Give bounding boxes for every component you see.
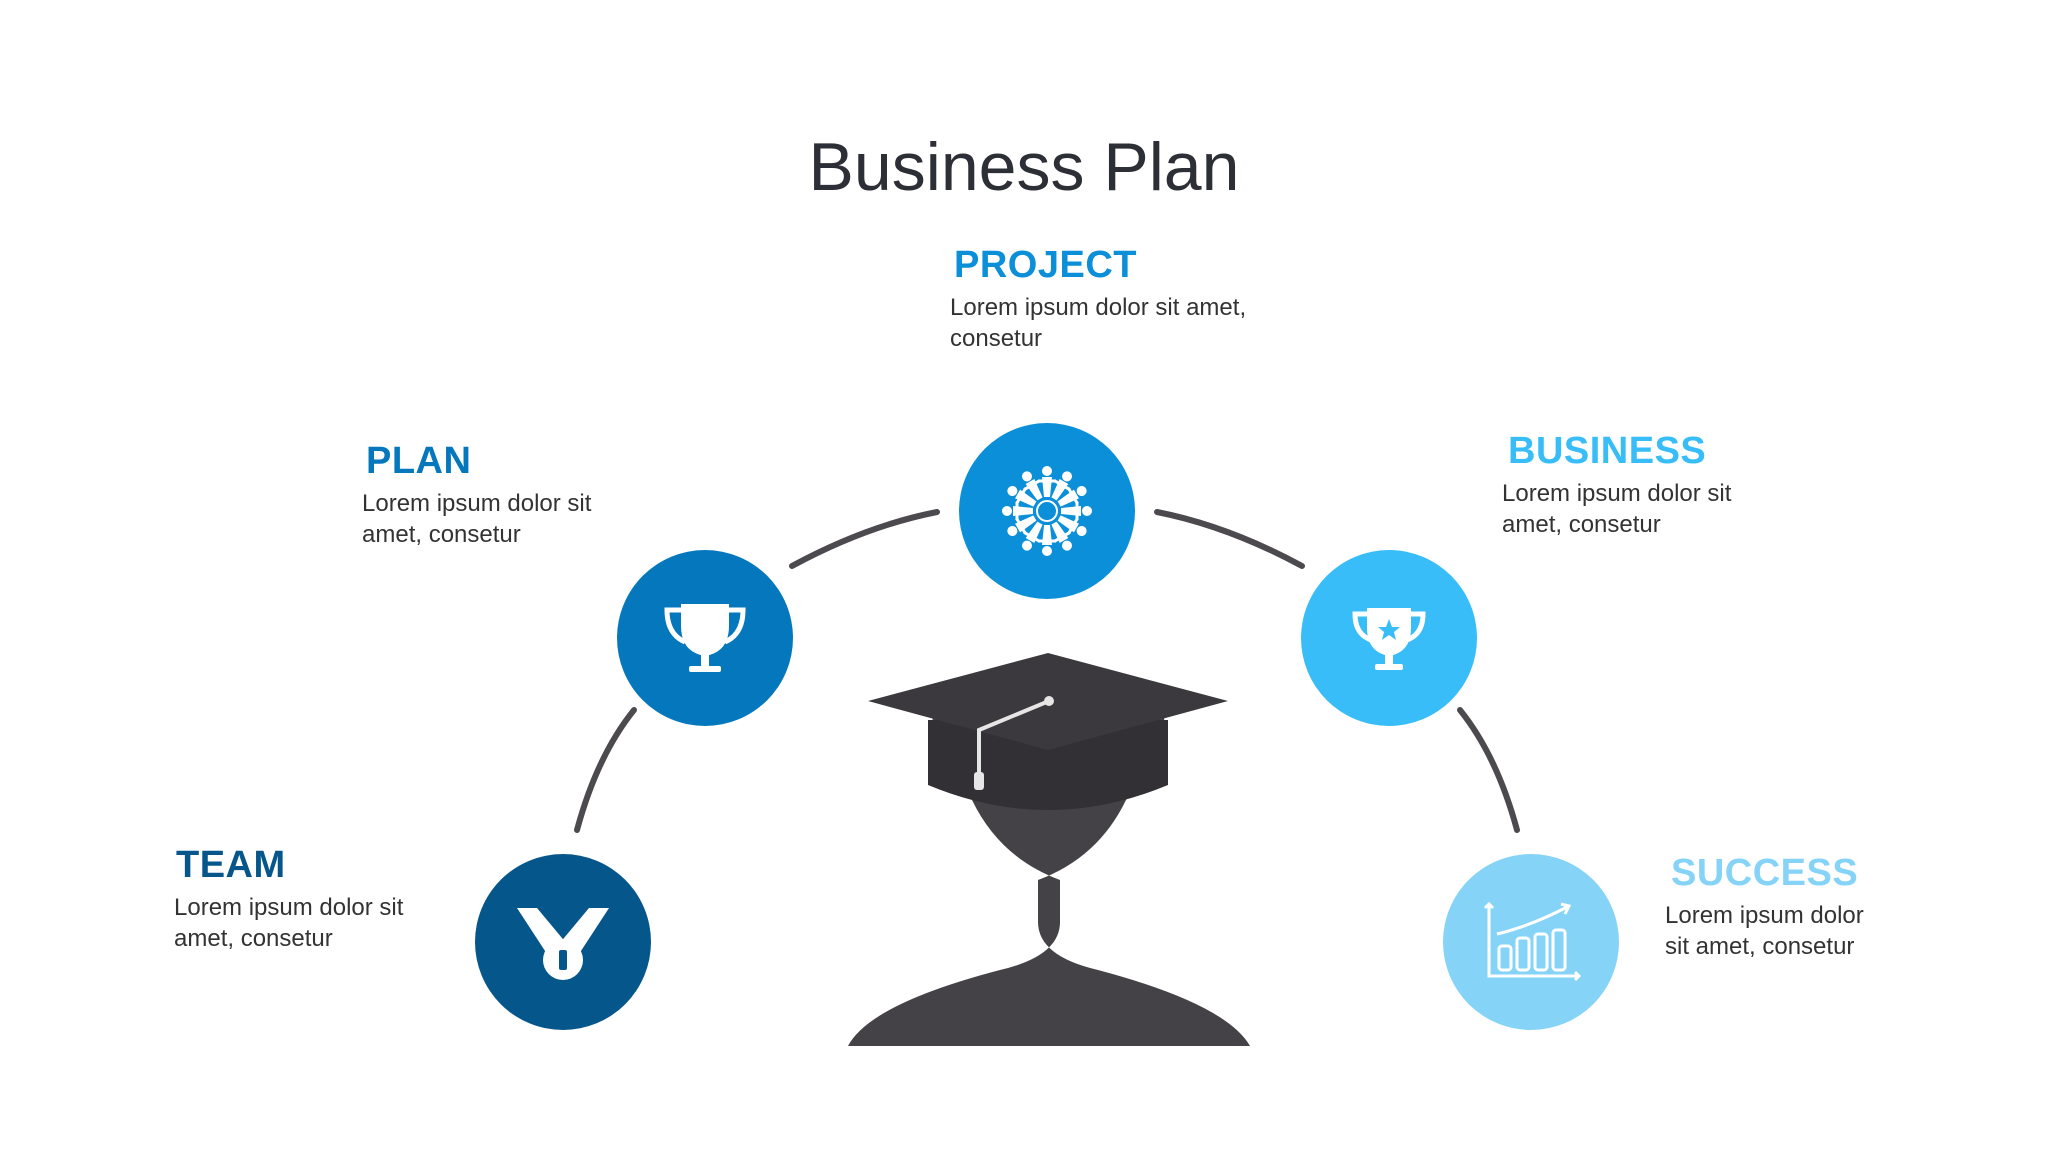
growth-chart-icon <box>1483 901 1582 982</box>
connector-arc-project-business <box>1154 509 1305 569</box>
person-figure <box>1022 471 1043 501</box>
cap-tassel <box>974 772 984 790</box>
business-description: Lorem ipsum dolor sit amet, consetur <box>1502 478 1782 540</box>
node-project <box>959 423 1135 599</box>
connector-arc-business-success <box>1457 707 1520 833</box>
plan-description-line2: amet, consetur <box>362 521 521 548</box>
connector-arc-plan-project <box>789 509 940 569</box>
person-figure <box>1038 525 1056 556</box>
business-heading: BUSINESS <box>1508 430 1707 472</box>
person-figure <box>1061 502 1092 520</box>
success-description-line2: sit amet, consetur <box>1665 933 1855 960</box>
success-text-block: SUCCESS Lorem ipsum dolor sit amet, cons… <box>1665 850 1905 962</box>
success-description: Lorem ipsum dolor sit amet, consetur <box>1665 900 1905 962</box>
graduate-silhouette-icon <box>848 653 1250 1046</box>
node-team <box>475 854 651 1030</box>
cap-button <box>1044 696 1054 706</box>
person-figure <box>1038 466 1056 497</box>
project-description: Lorem ipsum dolor sit amet, consetur <box>950 292 1310 354</box>
silhouette-body <box>848 700 1250 1046</box>
node-plan <box>617 550 793 726</box>
team-text-block: TEAM Lorem ipsum dolor sit amet, consetu… <box>174 842 454 954</box>
person-figure <box>1057 515 1087 536</box>
cap-band <box>928 720 1168 810</box>
plan-heading: PLAN <box>366 440 472 482</box>
plan-text-block: PLAN Lorem ipsum dolor sit amet, consetu… <box>362 438 642 550</box>
plan-description: Lorem ipsum dolor sit amet, consetur <box>362 488 642 550</box>
person-figure <box>1022 521 1043 551</box>
success-heading: SUCCESS <box>1671 852 1859 894</box>
people-figures <box>1002 466 1092 556</box>
person-figure <box>1051 471 1072 501</box>
success-circle <box>1443 854 1619 1030</box>
connector-arc-team-plan <box>574 707 637 833</box>
team-description-line1: Lorem ipsum dolor sit <box>174 894 404 921</box>
slide-title: Business Plan <box>808 129 1240 205</box>
person-figure <box>1007 486 1037 507</box>
project-heading: PROJECT <box>954 244 1137 286</box>
star-trophy-icon <box>1352 608 1426 670</box>
business-description-line1: Lorem ipsum dolor sit <box>1502 480 1732 507</box>
medal-icon <box>517 908 609 980</box>
team-description: Lorem ipsum dolor sit amet, consetur <box>174 892 454 954</box>
node-success <box>1443 854 1619 1030</box>
business-description-line2: amet, consetur <box>1502 511 1661 538</box>
cap-tassel-cord <box>977 699 1050 778</box>
project-description-line1: Lorem ipsum dolor sit amet, <box>950 294 1247 321</box>
person-figure <box>1007 515 1037 536</box>
person-figure <box>1002 502 1033 520</box>
success-description-line1: Lorem ipsum dolor <box>1665 902 1864 929</box>
trophy-icon <box>664 604 746 672</box>
person-figure <box>1057 486 1087 507</box>
project-text-block: PROJECT Lorem ipsum dolor sit amet, cons… <box>950 242 1310 354</box>
person-figure <box>1051 521 1072 551</box>
business-text-block: BUSINESS Lorem ipsum dolor sit amet, con… <box>1502 428 1782 540</box>
team-heading: TEAM <box>176 844 286 886</box>
project-description-line2: consetur <box>950 325 1043 352</box>
people-circle-icon <box>1002 466 1092 556</box>
node-business <box>1301 550 1477 726</box>
team-description-line2: amet, consetur <box>174 925 333 952</box>
plan-description-line1: Lorem ipsum dolor sit <box>362 490 592 517</box>
